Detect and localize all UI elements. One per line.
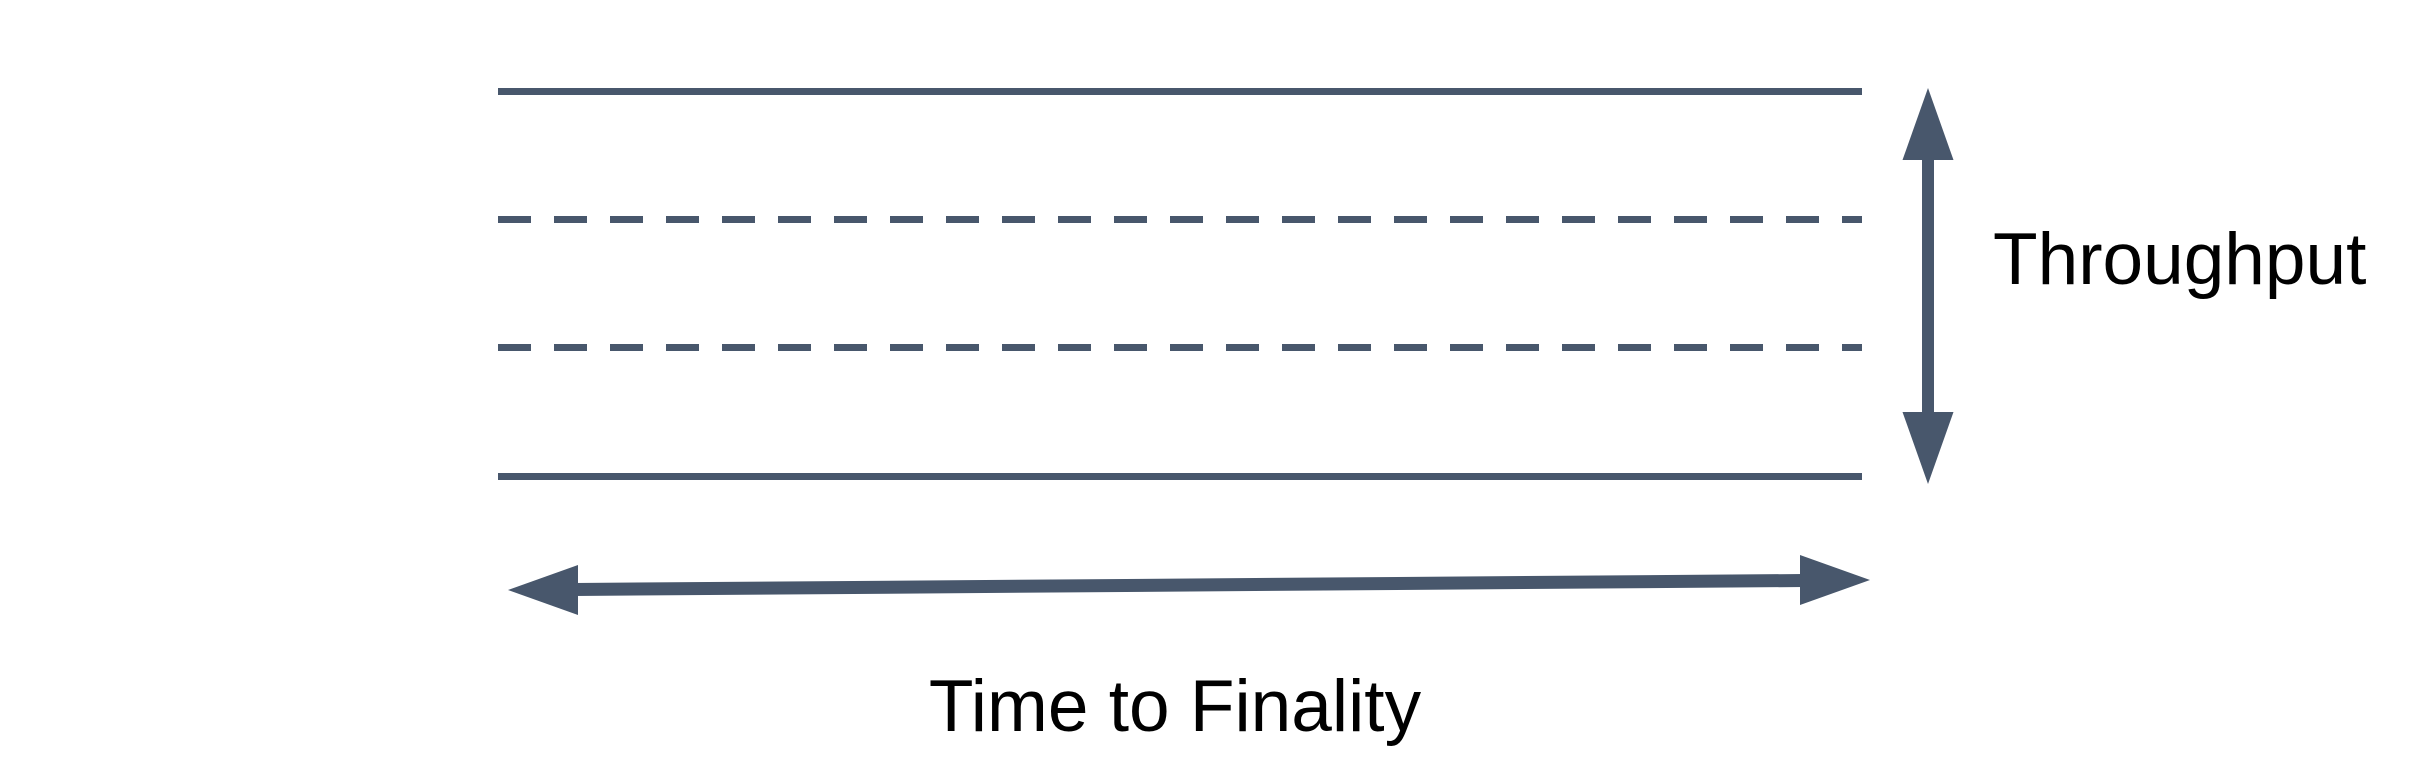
throughput-arrow-head-down-icon bbox=[1902, 412, 1954, 484]
throughput-label: Throughput bbox=[1993, 219, 2367, 300]
time-to-finality-label: Time to Finality bbox=[928, 666, 1422, 747]
time-to-finality-arrow-head-left-icon bbox=[508, 565, 578, 615]
time-to-finality-arrow-head-right-icon bbox=[1800, 555, 1870, 605]
time-to-finality-arrow-shaft bbox=[573, 574, 1805, 596]
throughput-arrow-head-up-icon bbox=[1902, 88, 1954, 160]
time-to-finality-double-arrow-icon bbox=[508, 555, 1870, 615]
throughput-double-arrow-icon bbox=[1902, 88, 1954, 484]
